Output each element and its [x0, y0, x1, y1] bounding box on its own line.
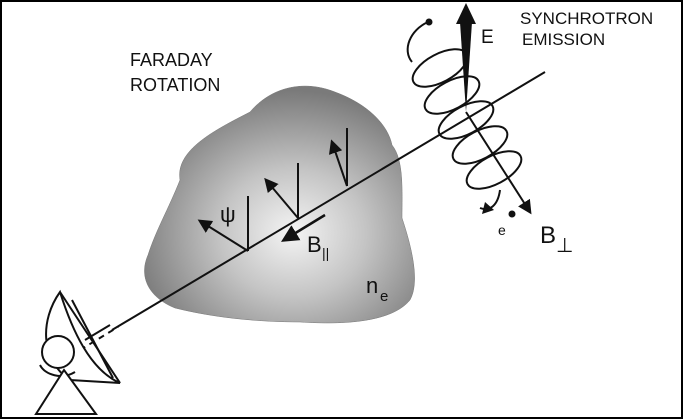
synchrotron-label-line2: EMISSION	[522, 30, 605, 49]
e-field-arrow	[456, 3, 476, 112]
ne-label: n	[366, 273, 378, 298]
line-of-sight	[111, 71, 546, 331]
electron-label: e	[498, 222, 506, 238]
faraday-label-line1: FARADAY	[130, 50, 213, 70]
electron-path-arrowhead	[482, 202, 494, 214]
b-perp-label: B	[540, 222, 556, 249]
b-perp-arrow	[465, 111, 532, 215]
psi-label: ψ	[220, 202, 236, 227]
b-parallel-label: B	[307, 232, 322, 257]
faraday-label-line2: ROTATION	[130, 75, 220, 95]
b-parallel-arrow	[281, 213, 326, 242]
electron-end-dot	[508, 210, 516, 218]
ne-subscript: e	[380, 288, 388, 305]
synchrotron-label-line1: SYNCHROTRON	[520, 9, 653, 28]
electron-start-dot	[425, 18, 433, 26]
b-perp-subscript: ⊥	[556, 235, 573, 257]
b-parallel-subscript: ||	[322, 245, 329, 261]
line-of-sight-dashed	[79, 326, 119, 351]
radio-telescope-icon	[34, 289, 121, 415]
polarization-vectors	[197, 128, 348, 252]
e-field-label: E	[481, 27, 494, 48]
electron-helix-icon	[406, 21, 523, 210]
